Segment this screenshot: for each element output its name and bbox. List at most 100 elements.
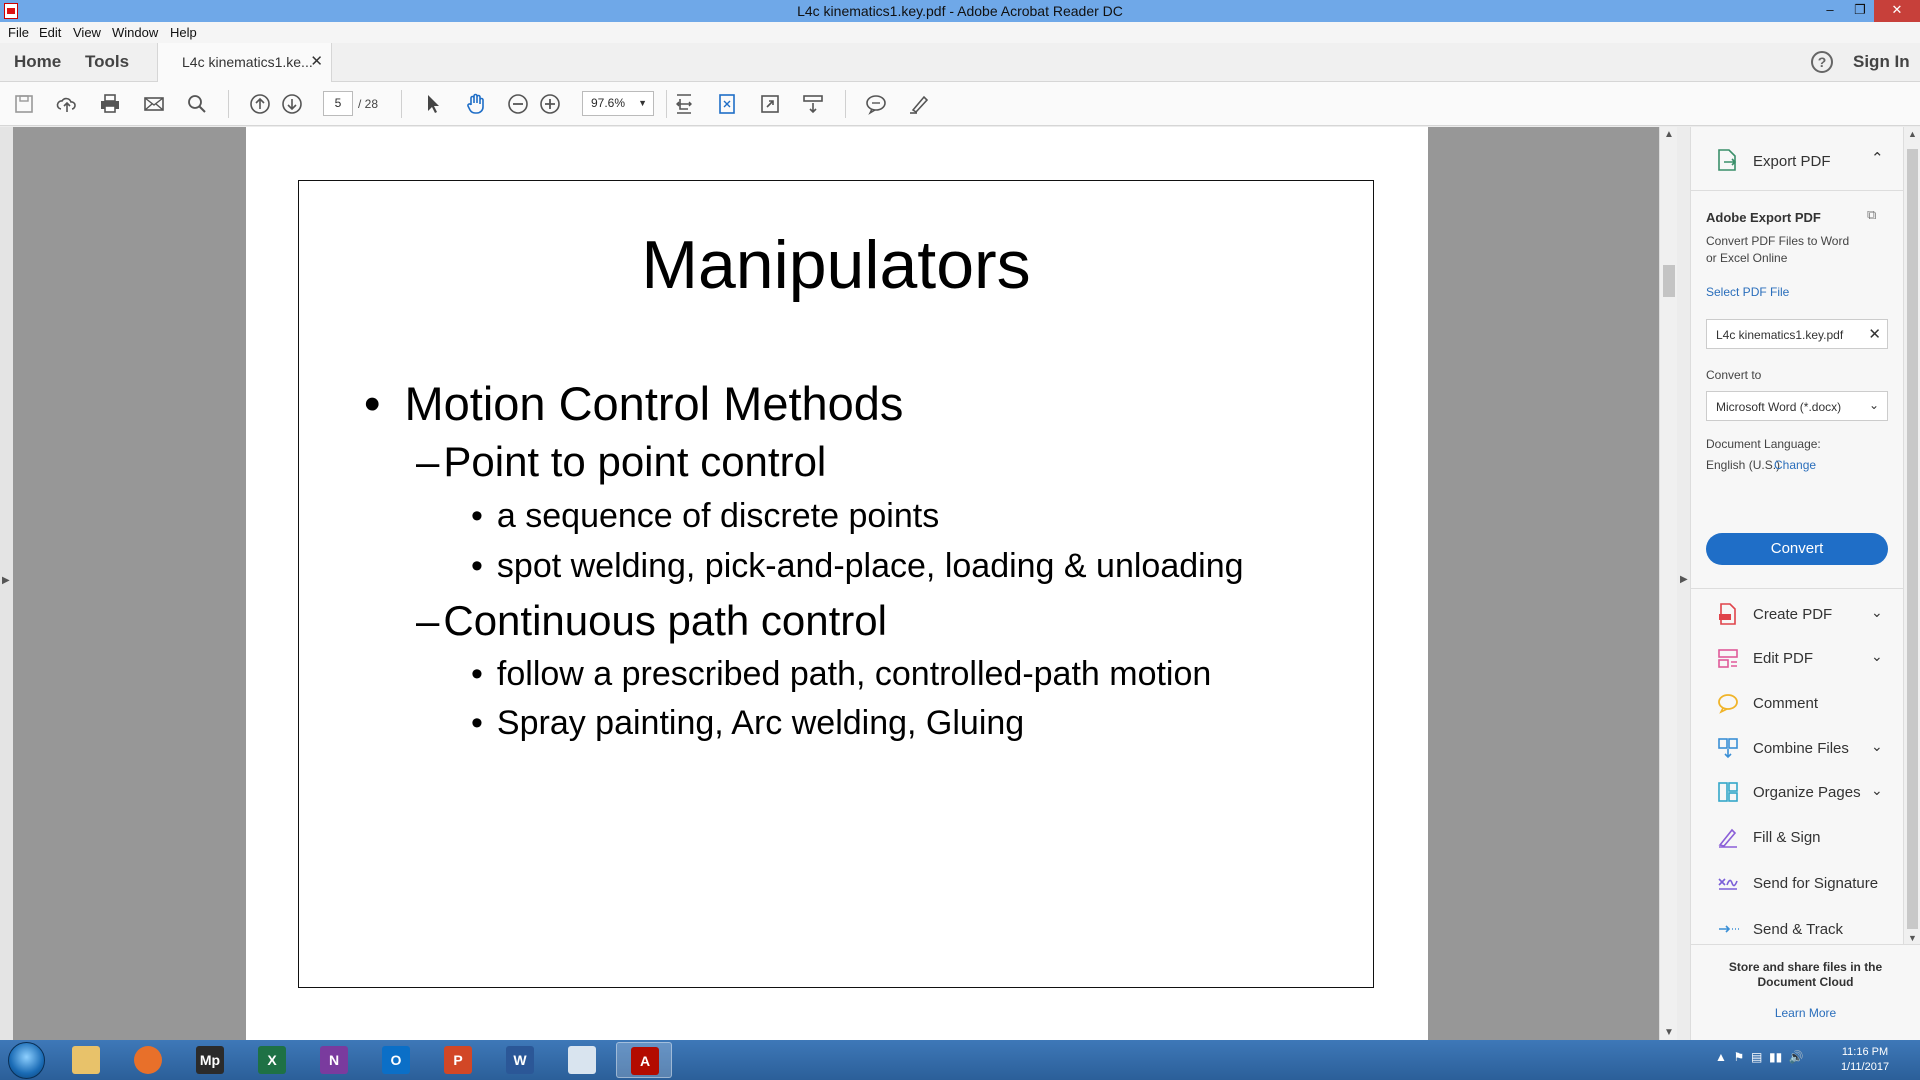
menu-window[interactable]: Window [112, 25, 159, 40]
collapse-right-icon: ▶ [1680, 574, 1688, 585]
document-tab-label: L4c kinematics1.ke... [182, 54, 313, 70]
tool-send-for-signature[interactable]: Send for Signature [1691, 863, 1903, 903]
bullet-marker: • [471, 704, 483, 742]
print-icon[interactable] [98, 92, 122, 116]
scroll-down-icon[interactable]: ▼ [1908, 933, 1917, 943]
tab-document[interactable]: L4c kinematics1.ke... ✕ [157, 43, 332, 82]
right-pane-toggle[interactable]: ▶ [1677, 127, 1691, 1040]
taskbar-app-file-explorer[interactable] [58, 1042, 114, 1078]
tool-edit-pdf[interactable]: Edit PDF ⌄ [1691, 638, 1903, 678]
convert-to-dropdown[interactable]: Microsoft Word (*.docx) ⌄ [1706, 391, 1888, 421]
taskbar-app-onenote[interactable]: N [306, 1042, 362, 1078]
start-button[interactable] [8, 1042, 45, 1079]
tool-organize-pages[interactable]: Organize Pages ⌄ [1691, 772, 1903, 812]
zoom-in-icon[interactable] [538, 92, 562, 116]
close-window-button[interactable]: ✕ [1874, 0, 1920, 22]
taskbar-app-maple[interactable]: Mp [182, 1042, 238, 1078]
convert-to-label: Convert to [1706, 368, 1762, 382]
scroll-up-icon[interactable]: ▲ [1664, 129, 1674, 140]
fit-page-icon[interactable] [715, 92, 739, 116]
comment-icon[interactable] [864, 92, 888, 116]
document-scrollbar[interactable]: ▲ ▼ [1659, 127, 1677, 1040]
tool-comment[interactable]: Comment [1691, 683, 1903, 723]
taskbar-app-snipping-tool[interactable] [554, 1042, 610, 1078]
slide-bullet-level-3: •a sequence of discrete points [471, 497, 939, 536]
tool-label: Organize Pages [1753, 784, 1861, 801]
tool-send-track[interactable]: Send & Track [1691, 909, 1903, 949]
scrollbar-thumb[interactable] [1663, 265, 1675, 297]
create-pdf-icon [1719, 603, 1736, 625]
tab-tools[interactable]: Tools [85, 52, 130, 71]
taskbar-app-outlook[interactable]: O [368, 1042, 424, 1078]
tab-home[interactable]: Home [14, 52, 62, 71]
tools-pane-scrollbar[interactable]: ▲ ▼ [1903, 127, 1920, 944]
taskbar-app-acrobat[interactable]: A [616, 1042, 672, 1078]
upload-cloud-icon[interactable] [55, 92, 79, 116]
highlight-pen-icon[interactable] [907, 92, 931, 116]
menu-file[interactable]: File [8, 25, 29, 40]
file-explorer-icon [72, 1046, 100, 1074]
send-track-icon [1719, 925, 1739, 933]
bullet-text: Point to point control [443, 438, 827, 485]
taskbar-clock[interactable]: 11:16 PM 1/11/2017 [1830, 1045, 1900, 1075]
chevron-up-icon[interactable]: ⌃ [1871, 150, 1884, 167]
save-icon[interactable] [12, 92, 36, 116]
slide-bullet-level-2: –Continuous path control [416, 597, 887, 645]
restore-button[interactable]: ❐ [1854, 2, 1866, 17]
menu-view[interactable]: View [73, 25, 101, 40]
taskbar-app-word[interactable]: W [492, 1042, 548, 1078]
scroll-up-icon[interactable]: ▲ [1908, 129, 1917, 139]
chevron-down-icon[interactable]: ⌄ [1871, 738, 1883, 754]
export-description-line-1: Convert PDF Files to Word [1706, 234, 1850, 248]
search-icon[interactable] [185, 92, 209, 116]
menu-edit[interactable]: Edit [39, 25, 62, 40]
export-pdf-label: Export PDF [1753, 153, 1831, 170]
combine-files-icon [1718, 738, 1738, 759]
email-icon[interactable] [142, 92, 166, 116]
sign-in-link[interactable]: Sign In [1853, 52, 1910, 71]
next-page-icon[interactable] [280, 92, 304, 116]
chevron-down-icon[interactable]: ⌄ [1871, 648, 1883, 664]
outlook-icon: O [382, 1046, 410, 1074]
left-panel-toggle[interactable]: ▶ [0, 127, 13, 1040]
selected-file-name: L4c kinematics1.key.pdf [1716, 328, 1844, 342]
tool-fill-sign[interactable]: Fill & Sign [1691, 817, 1903, 857]
bullet-marker: • [471, 547, 483, 585]
scrollbar-thumb[interactable] [1907, 149, 1918, 929]
bullet-text: a sequence of discrete points [496, 497, 940, 535]
selected-file-field[interactable]: L4c kinematics1.key.pdf ✕ [1706, 319, 1888, 349]
menu-help[interactable]: Help [170, 25, 197, 40]
bullet-text: Spray painting, Arc welding, Gluing [496, 704, 1025, 742]
export-pdf-header[interactable]: Export PDF ⌃ [1691, 127, 1903, 191]
previous-page-icon[interactable] [248, 92, 272, 116]
taskbar-app-powerpoint[interactable]: P [430, 1042, 486, 1078]
tool-create-pdf[interactable]: Create PDF ⌄ [1691, 594, 1903, 634]
tool-combine-files[interactable]: Combine Files ⌄ [1691, 728, 1903, 768]
remove-file-icon[interactable]: ✕ [1868, 326, 1881, 343]
page-number-input[interactable]: 5 [323, 91, 353, 116]
hand-tool-icon[interactable] [464, 92, 488, 116]
convert-button[interactable]: Convert [1706, 533, 1888, 565]
taskbar-app-excel[interactable]: X [244, 1042, 300, 1078]
chevron-down-icon[interactable]: ⌄ [1871, 604, 1883, 620]
system-tray-icons[interactable]: ▲ ⚑ ▤ ▮▮ 🔊 [1715, 1050, 1804, 1064]
scroll-down-icon[interactable]: ▼ [1664, 1027, 1674, 1038]
toolbar-divider [845, 90, 846, 118]
taskbar-app-firefox[interactable] [120, 1042, 176, 1078]
minimize-button[interactable]: – [1826, 2, 1834, 17]
tool-label: Send & Track [1753, 921, 1844, 938]
learn-more-link[interactable]: Learn More [1774, 1006, 1837, 1020]
change-language-link[interactable]: Change [1774, 458, 1817, 472]
chevron-down-icon[interactable]: ⌄ [1871, 782, 1883, 798]
fit-width-icon[interactable] [672, 92, 696, 116]
close-tab-icon[interactable]: ✕ [310, 53, 323, 70]
help-icon[interactable]: ? [1811, 51, 1833, 73]
select-pdf-file-link[interactable]: Select PDF File [1706, 285, 1790, 299]
scroll-mode-icon[interactable] [801, 92, 825, 116]
zoom-out-icon[interactable] [506, 92, 530, 116]
select-cursor-icon[interactable] [421, 92, 445, 116]
full-screen-icon[interactable] [758, 92, 782, 116]
copy-icon[interactable]: ⧉ [1867, 207, 1877, 222]
zoom-level-dropdown[interactable]: 97.6% ▼ [582, 91, 654, 116]
